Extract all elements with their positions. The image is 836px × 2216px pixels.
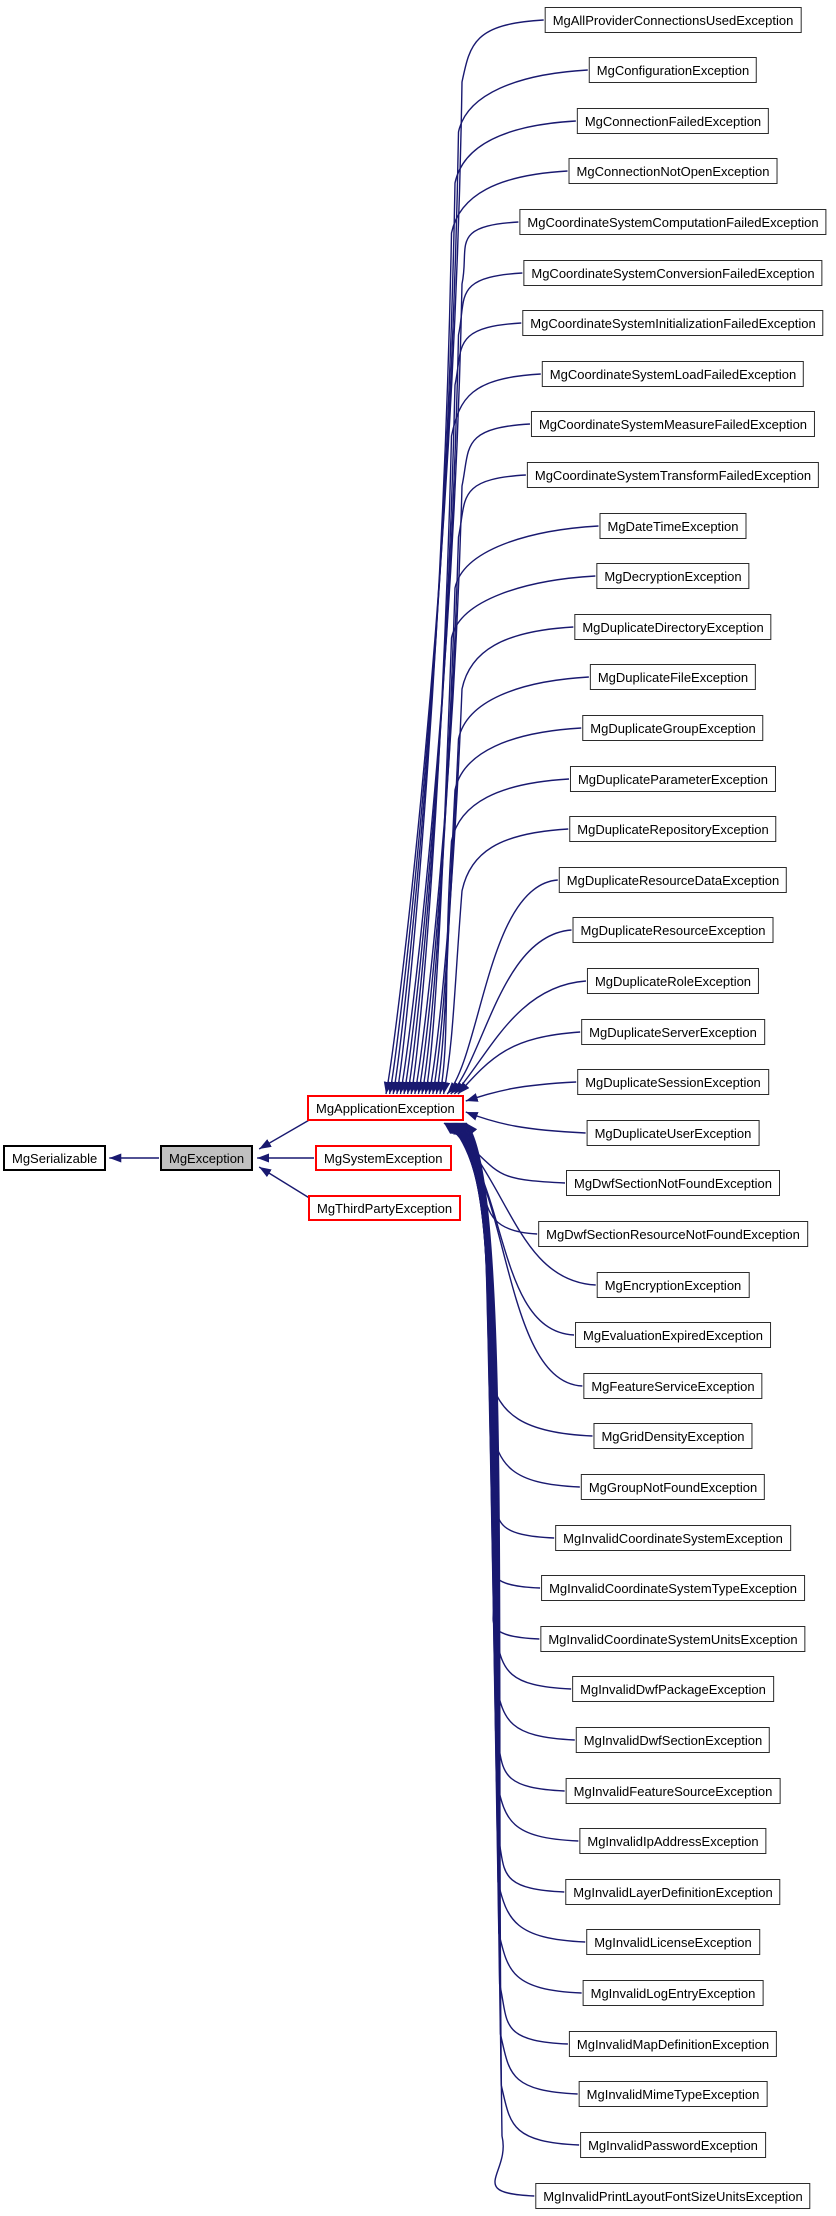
inheritance-edge <box>401 272 523 1095</box>
inheritance-edge <box>258 1166 312 1200</box>
class-box[interactable]: MgCoordinateSystemLoadFailedException <box>541 361 805 387</box>
inheritance-edge <box>437 778 570 1095</box>
class-box[interactable]: MgFeatureServiceException <box>583 1373 763 1399</box>
class-box[interactable]: MgGroupNotFoundException <box>580 1474 766 1500</box>
class-box[interactable]: MgDwfSectionResourceNotFoundException <box>538 1221 808 1247</box>
class-box[interactable]: MgConfigurationException <box>588 57 758 83</box>
inheritance-edge <box>443 1122 566 1184</box>
class-box[interactable]: MgDuplicateGroupException <box>582 715 764 741</box>
class-box[interactable]: MgDuplicateSessionException <box>577 1069 769 1095</box>
class-box[interactable]: MgGridDensityException <box>593 1423 753 1449</box>
class-box[interactable]: MgInvalidDwfSectionException <box>575 1727 771 1753</box>
class-box[interactable]: MgInvalidLayerDefinitionException <box>565 1879 781 1905</box>
class-box[interactable]: MgInvalidPrintLayoutFontSizeUnitsExcepti… <box>535 2183 811 2209</box>
class-box[interactable]: MgInvalidPasswordException <box>580 2132 766 2158</box>
class-box[interactable]: MgInvalidLogEntryException <box>582 1980 764 2006</box>
inheritance-edge <box>453 980 587 1095</box>
class-box[interactable]: MgInvalidIpAddressException <box>579 1828 767 1854</box>
class-box[interactable]: MgEvaluationExpiredException <box>575 1322 771 1348</box>
inheritance-edge <box>441 828 569 1095</box>
inheritance-edge <box>398 221 519 1095</box>
class-box[interactable]: MgDuplicateFileException <box>589 664 757 690</box>
class-box[interactable]: MgCoordinateSystemConversionFailedExcept… <box>523 260 823 286</box>
inheritance-edge <box>405 322 522 1095</box>
inheritance-edge <box>419 525 599 1095</box>
class-box[interactable]: MgInvalidFeatureSourceException <box>565 1778 781 1804</box>
inheritance-edge <box>457 1031 581 1095</box>
class-box[interactable]: MgInvalidCoordinateSystemUnitsException <box>540 1626 806 1652</box>
class-box[interactable]: MgDwfSectionNotFoundException <box>566 1170 780 1196</box>
class-box[interactable]: MgInvalidCoordinateSystemTypeException <box>541 1575 805 1601</box>
inheritance-edge <box>434 727 582 1095</box>
class-box[interactable]: MgDuplicateRepositoryException <box>569 816 777 842</box>
inheritance-edge <box>463 1122 578 2095</box>
inheritance-edge <box>461 1122 582 1994</box>
class-box-mgexception: MgException <box>160 1145 254 1171</box>
class-box[interactable]: MgInvalidMimeTypeException <box>578 2081 768 2107</box>
inheritance-edge <box>453 1122 540 1640</box>
class-box[interactable]: MgInvalidMapDefinitionException <box>568 2031 778 2057</box>
inheritance-edge <box>416 474 526 1095</box>
inheritance-edge <box>465 1111 586 1134</box>
class-box[interactable]: MgCoordinateSystemTransformFailedExcepti… <box>526 462 820 488</box>
inheritance-edge <box>383 19 544 1095</box>
class-box-mgsystemexception[interactable]: MgSystemException <box>315 1145 452 1171</box>
class-box[interactable]: MgDuplicateResourceException <box>572 917 774 943</box>
inheritance-edge <box>454 1122 572 1690</box>
inheritance-edge <box>258 1118 312 1150</box>
class-box[interactable]: MgDuplicateServerException <box>581 1019 765 1045</box>
class-box[interactable]: MgCoordinateSystemComputationFailedExcep… <box>519 209 827 235</box>
class-box[interactable]: MgDuplicateRoleException <box>586 968 760 994</box>
inheritance-edge <box>465 1122 535 2197</box>
class-box[interactable]: MgInvalidDwfPackageException <box>572 1676 774 1702</box>
inheritance-edge <box>427 626 574 1095</box>
inheritance-edge <box>445 1122 596 1286</box>
class-box[interactable]: MgDuplicateParameterException <box>569 766 777 792</box>
class-box-mgapplicationexception[interactable]: MgApplicationException <box>307 1095 464 1121</box>
inheritance-edge <box>409 373 541 1095</box>
inheritance-edge <box>465 1081 577 1102</box>
class-box[interactable]: MgConnectionFailedException <box>576 108 770 134</box>
class-box[interactable]: MgCoordinateSystemMeasureFailedException <box>530 411 816 437</box>
class-box[interactable]: MgInvalidLicenseException <box>586 1929 760 1955</box>
class-box[interactable]: MgDuplicateResourceDataException <box>558 867 788 893</box>
class-box-mgthirdpartyexception[interactable]: MgThirdPartyException <box>308 1195 462 1221</box>
class-box[interactable]: MgInvalidCoordinateSystemException <box>555 1525 791 1551</box>
inheritance-edge <box>412 423 531 1095</box>
class-box[interactable]: MgDuplicateUserException <box>586 1120 760 1146</box>
class-box[interactable]: MgEncryptionException <box>596 1272 750 1298</box>
class-box-mgserializable[interactable]: MgSerializable <box>3 1145 107 1171</box>
class-box[interactable]: MgCoordinateSystemInitializationFailedEx… <box>522 310 824 336</box>
inheritance-edge <box>452 1122 541 1589</box>
class-box[interactable]: MgDuplicateDirectoryException <box>574 614 772 640</box>
inheritance-edge <box>450 929 572 1095</box>
inheritance-edge <box>450 1122 580 1488</box>
inheritance-edge <box>447 1122 583 1387</box>
class-box[interactable]: MgConnectionNotOpenException <box>568 158 778 184</box>
class-box[interactable]: MgAllProviderConnectionsUsedException <box>544 7 802 33</box>
class-box[interactable]: MgDecryptionException <box>596 563 750 589</box>
inheritance-edge <box>446 879 558 1095</box>
inheritance-edge <box>451 1122 555 1539</box>
class-box[interactable]: MgDateTimeException <box>599 513 747 539</box>
